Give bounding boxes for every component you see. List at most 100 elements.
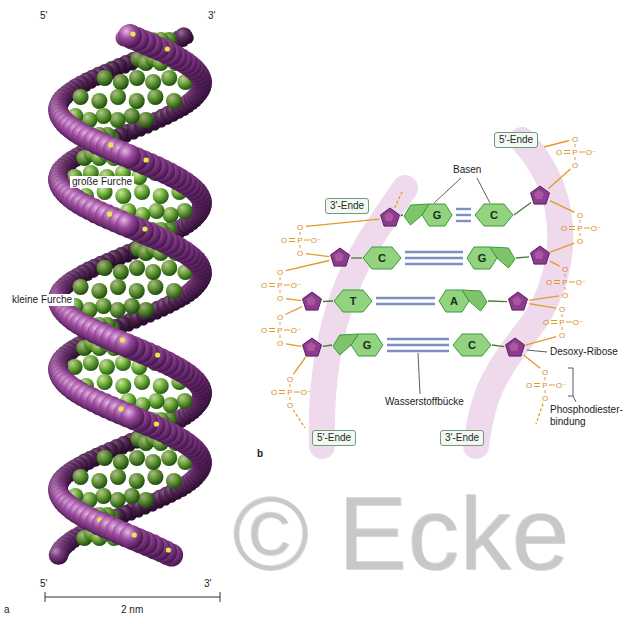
depth-shade (145, 264, 161, 280)
hydrogen-bond (387, 350, 449, 352)
depth-shade (115, 378, 131, 394)
phosphorus-atom (120, 337, 125, 342)
single-bond (569, 282, 575, 283)
phosphate-atom: P (559, 318, 564, 327)
backbone-atom (49, 545, 69, 565)
double-bond (289, 238, 295, 239)
depth-shade (96, 298, 112, 314)
phosphate-atom: O (277, 268, 283, 277)
base-atom (110, 279, 126, 295)
backbone-bond (550, 243, 574, 252)
ring-highlight (306, 342, 316, 351)
base-ring: T (333, 289, 373, 313)
depth-shade (91, 93, 107, 109)
single-bond (580, 220, 581, 223)
leader-line (477, 178, 490, 203)
hexagon-ring (475, 204, 513, 226)
base-atom (177, 393, 193, 409)
depth-shade (96, 108, 112, 124)
depth-shade (129, 260, 145, 276)
single-bond (545, 377, 546, 380)
base-atom (138, 112, 154, 128)
depth-shade (129, 283, 145, 299)
base-atom (124, 298, 140, 314)
depth-shade (145, 74, 161, 90)
backbone-bond (285, 307, 302, 315)
scale-label: 2 nm (121, 604, 143, 616)
base-atom (110, 89, 126, 105)
panel-letter: a (4, 604, 10, 616)
phosphate-atom: O (562, 265, 568, 274)
base-letter: G (433, 209, 442, 221)
backbone-bond (286, 261, 330, 271)
hydrogen-bond (376, 303, 435, 305)
depth-shade (138, 112, 154, 128)
phosphorus-atom (142, 226, 147, 231)
depth-shade (124, 298, 140, 314)
backbone-bond (286, 344, 301, 346)
backbone-bond (286, 299, 301, 301)
groove-label: kleine Furche (10, 294, 74, 306)
backbone-bond (529, 296, 559, 301)
base-atom (161, 70, 177, 86)
depth-shade (129, 450, 145, 466)
base-atom (96, 108, 112, 124)
hydrogen-bond (405, 251, 463, 253)
ring-highlight (534, 190, 544, 199)
ring-highlight (306, 296, 316, 305)
double-bond (269, 283, 275, 284)
ring-highlight (509, 342, 519, 351)
ring-highlight (534, 250, 544, 259)
depth-shade (134, 374, 150, 390)
deoxyribose-ring (509, 292, 528, 310)
hexagon-ring (334, 290, 372, 312)
base-atom (138, 302, 154, 318)
deoxyribose-ring (303, 338, 322, 356)
strand-end-box: 5'-Ende (494, 132, 538, 148)
depth-shade (175, 27, 192, 44)
base-atom (99, 359, 115, 375)
base-letter: G (478, 252, 487, 264)
strand-band (322, 188, 405, 446)
base-atom (129, 260, 145, 276)
base-letter: C (468, 339, 476, 351)
watermark: © Ecke (232, 478, 569, 588)
backbone-bond (548, 169, 570, 189)
phosphate-atom: P (297, 236, 302, 245)
base-atom (129, 450, 145, 466)
strand-band (476, 140, 560, 446)
depth-shade (161, 70, 177, 86)
phosphate-atom: P (542, 381, 547, 390)
deoxyribose-ring (331, 248, 350, 266)
depth-shade (110, 469, 126, 485)
phosphate-atom: O⁻ (291, 326, 301, 335)
base-atom (161, 260, 177, 276)
backbone-bond (529, 304, 556, 308)
depth-shade (110, 302, 126, 318)
part-label: Phosphodiester- bindung (550, 404, 630, 428)
backbone-atom (175, 27, 192, 44)
base-letter: T (350, 295, 357, 307)
single-bond (300, 232, 301, 235)
depth-shade (91, 283, 107, 299)
backbone-bond (536, 404, 543, 424)
depth-shade (110, 89, 126, 105)
double-bond (269, 286, 275, 287)
depth-shade (113, 74, 129, 90)
phosphorus-atom (119, 406, 124, 411)
double-bond (569, 229, 575, 230)
ring-highlight (512, 296, 522, 305)
backbone-bond (526, 337, 557, 346)
base-atom (166, 473, 182, 489)
depth-shade (129, 473, 145, 489)
depth-shade (138, 302, 154, 318)
double-bond (534, 383, 540, 384)
base-ring: G (466, 246, 516, 270)
base-atom (163, 397, 179, 413)
backbone-atom (119, 525, 143, 549)
deoxyribose-ring (531, 246, 550, 264)
phosphate-atom: O (559, 305, 565, 314)
single-bond (290, 384, 291, 387)
single-bond (284, 285, 290, 286)
